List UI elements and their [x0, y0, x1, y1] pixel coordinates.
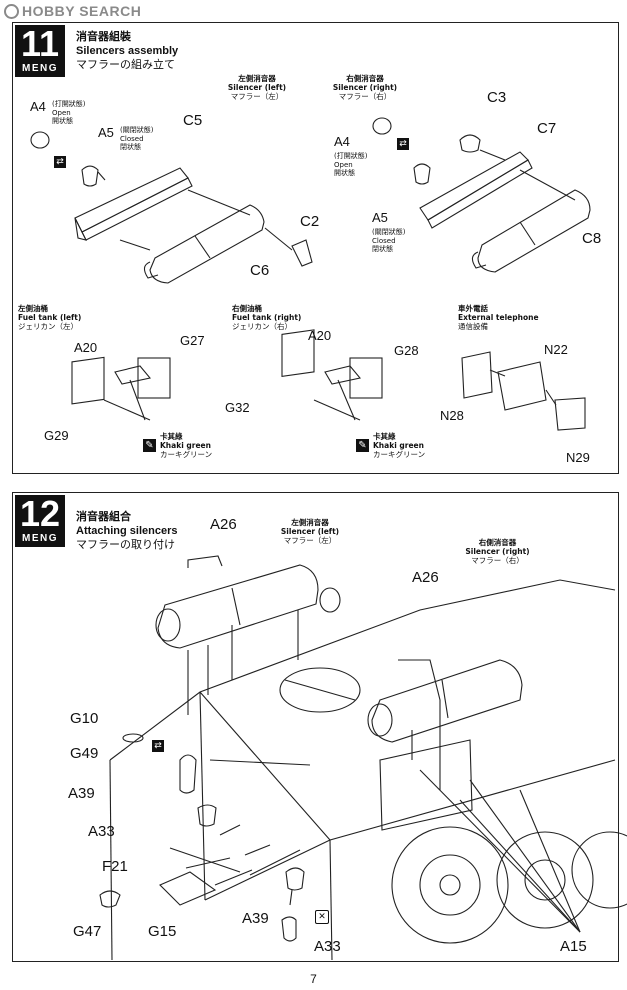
caption-silencer-right: 右側消音器 Silencer (right) マフラー（右） — [332, 74, 398, 101]
swap-option-icon-12: ⇄ — [152, 740, 164, 752]
label-a15: A15 — [560, 938, 587, 955]
title-jp: マフラーの組み立て — [76, 58, 175, 71]
title-en: Silencers assembly — [76, 45, 179, 57]
label-a4: A4 — [30, 99, 46, 114]
step-12-panel — [12, 492, 619, 962]
brush-icon: ✎ — [356, 439, 369, 452]
label-n28: N28 — [440, 408, 464, 423]
step-number: 11 — [20, 23, 60, 64]
step-12-title: 消音器組合 Attaching silencers マフラーの取り付け — [76, 510, 177, 552]
caption-fuel-left: 左側油桶 Fuel tank (left) ジェリカン（左） — [18, 304, 82, 331]
label-g28: G28 — [394, 343, 419, 358]
caption-silencer-left-12: 左側消音器 Silencer (left) マフラー（左） — [280, 518, 340, 545]
swap-option-icon: ⇄ — [54, 156, 66, 168]
hobbysearch-watermark: HOBBY SEARCH — [4, 3, 141, 19]
paint-khaki-left: ✎ 卡其綠 Khaki green カーキグリーン — [143, 432, 212, 459]
swap-option-icon-right: ⇄ — [397, 138, 409, 150]
caption-fuel-right: 右側油桶 Fuel tank (right) ジェリカン（右） — [232, 304, 302, 331]
label-a39: A39 — [68, 785, 95, 802]
watermark-text: HOBBY SEARCH — [22, 3, 142, 19]
caption-telephone: 車外電話 External telephone 通信設備 — [458, 304, 539, 331]
label-g27: G27 — [180, 333, 205, 348]
title-jp: マフラーの取り付け — [76, 538, 175, 551]
label-a26-left: A26 — [210, 516, 237, 533]
label-a26-right: A26 — [412, 569, 439, 586]
label-c2: C2 — [300, 213, 320, 230]
paint-khaki-right: ✎ 卡其綠 Khaki green カーキグリーン — [356, 432, 425, 459]
label-n22: N22 — [544, 342, 568, 357]
label-g32: G32 — [225, 400, 250, 415]
label-g47: G47 — [73, 923, 102, 940]
label-a20-right: A20 — [308, 328, 332, 343]
label-a20: A20 — [74, 340, 98, 355]
label-g49: G49 — [70, 745, 99, 762]
label-g15: G15 — [148, 923, 177, 940]
title-en: Attaching silencers — [76, 525, 178, 537]
caption-silencer-left: 左側消音器 Silencer (left) マフラー（左） — [227, 74, 287, 101]
label-c3: C3 — [487, 89, 507, 106]
title-cn: 消音器組合 — [76, 510, 131, 523]
meng-logo: MENG — [22, 533, 58, 544]
step-11-badge: 11 MENG — [15, 25, 65, 77]
brush-icon: ✎ — [143, 439, 156, 452]
label-a33-bottom: A33 — [314, 938, 341, 955]
label-c7: C7 — [537, 120, 557, 137]
label-c5: C5 — [183, 112, 203, 129]
step-12-badge: 12 MENG — [15, 495, 65, 547]
label-g10: G10 — [70, 710, 99, 727]
page-number: 7 — [310, 972, 317, 986]
label-g29: G29 — [44, 428, 69, 443]
label-a33: A33 — [88, 823, 115, 840]
logo-ring-icon — [4, 3, 19, 19]
step-11-panel — [12, 22, 619, 474]
meng-logo: MENG — [22, 63, 58, 74]
label-a5-right: A5 — [372, 210, 388, 225]
caption-silencer-right-12: 右側消音器 Silencer (right) マフラー（右） — [465, 538, 530, 565]
label-a5: A5 — [98, 125, 114, 140]
label-a39-bottom: A39 — [242, 910, 269, 927]
label-a4-right: A4 — [334, 134, 350, 149]
label-c6: C6 — [250, 262, 270, 279]
step-number: 12 — [19, 493, 61, 534]
title-cn: 消音器組裝 — [76, 30, 131, 43]
label-f21: F21 — [102, 858, 128, 875]
label-c8: C8 — [582, 230, 602, 247]
do-not-glue-icon: ✕ — [315, 910, 329, 924]
label-n29: N29 — [566, 450, 590, 465]
step-11-title: 消音器組裝 Silencers assembly マフラーの組み立て — [76, 30, 178, 72]
